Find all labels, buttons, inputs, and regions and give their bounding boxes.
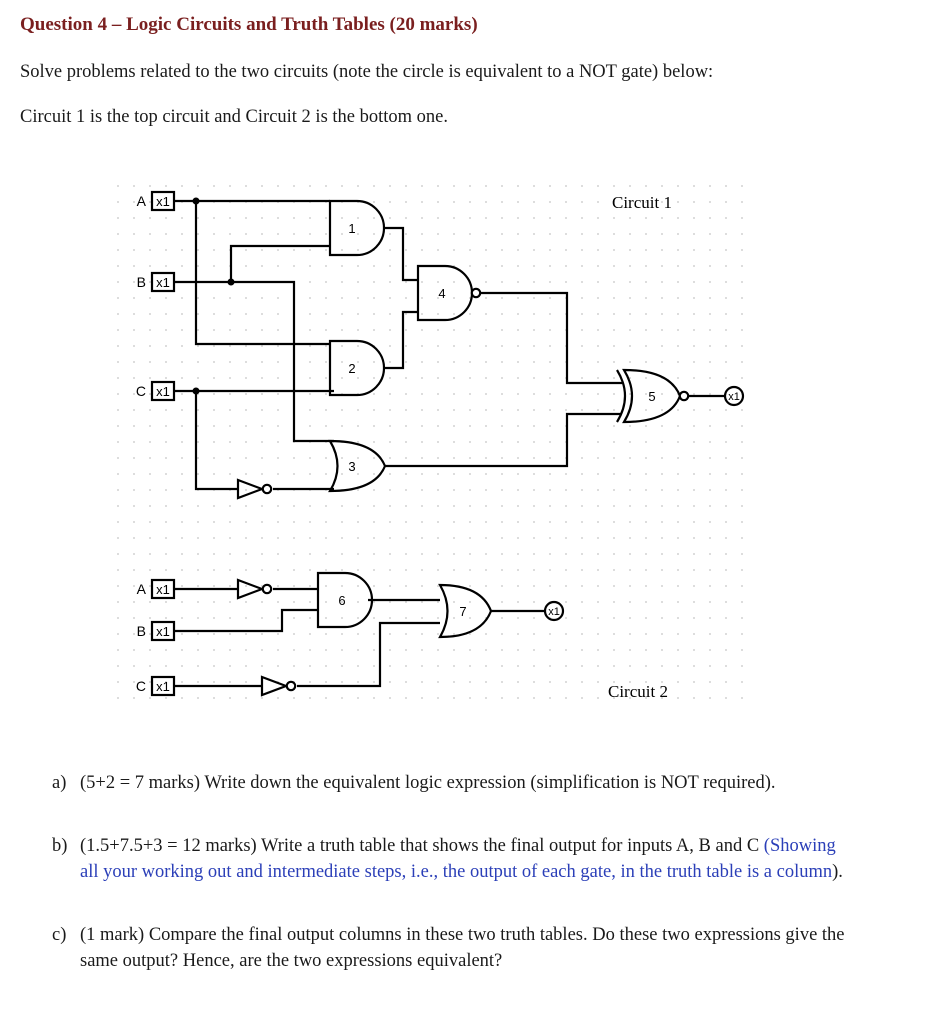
bubble-not-c1 — [261, 483, 273, 495]
question-c-text: (1 mark) Compare the final output column… — [80, 925, 845, 971]
output-tag: x1 — [728, 391, 740, 403]
not-gate-a2 — [236, 578, 266, 600]
question-c-label: c) — [52, 925, 67, 945]
question-a-text: (5+2 = 7 marks) Write down the equivalen… — [80, 773, 776, 793]
and-gate-2 — [328, 339, 386, 397]
gate-number-1: 1 — [348, 221, 355, 236]
bubble-not-a2 — [261, 583, 273, 595]
circuit-2-label: Circuit 2 — [608, 682, 668, 701]
not-gate-c2 — [260, 675, 290, 697]
output-tag: x1 — [548, 606, 560, 618]
question-b-text-highlight: (Showing all your working out and interm… — [80, 836, 836, 882]
intro-text: Solve problems related to the two circui… — [20, 62, 714, 82]
xor-gate-5-extra-arc — [616, 369, 627, 423]
gate-number-6: 6 — [338, 593, 345, 608]
circuit-1-label: Circuit 1 — [612, 193, 672, 212]
grid-area — [117, 185, 757, 713]
gate-number-5: 5 — [648, 389, 655, 404]
bubble-not-c2 — [285, 680, 297, 692]
bubble-4 — [470, 287, 482, 299]
question-a-label: a) — [52, 773, 67, 793]
intro-text-2: Circuit 1 is the top circuit and Circuit… — [20, 107, 449, 127]
question-b-text: (1.5+7.5+3 = 12 marks) Write a truth tab… — [80, 833, 850, 885]
question-b-label: b) — [52, 836, 68, 856]
input-tag: x1 — [156, 582, 170, 597]
and-gate-6 — [316, 571, 374, 629]
input-b2-label: B — [137, 623, 146, 639]
input-c2-label: C — [136, 678, 146, 694]
input-a1-label: A — [137, 193, 147, 209]
input-tag: x1 — [156, 275, 170, 290]
gate-number-3: 3 — [348, 459, 355, 474]
and-gate-1 — [328, 199, 386, 257]
gate-number-2: 2 — [348, 361, 355, 376]
not-gate-c1 — [236, 478, 266, 500]
question-b-text-main: (1.5+7.5+3 = 12 marks) Write a truth tab… — [80, 836, 764, 856]
input-a2-label: A — [137, 581, 147, 597]
or-gate-7 — [438, 583, 493, 639]
question-heading: Question 4 – Logic Circuits and Truth Ta… — [20, 14, 478, 35]
xor-gate-5 — [622, 368, 682, 424]
gate-number-7: 7 — [459, 604, 466, 619]
gate-number-4: 4 — [438, 286, 445, 301]
input-tag: x1 — [156, 194, 170, 209]
or-gate-3 — [328, 439, 387, 493]
input-tag: x1 — [156, 384, 170, 399]
input-c1-label: C — [136, 383, 146, 399]
question-b-text-end: ). — [832, 862, 843, 882]
input-tag: x1 — [156, 624, 170, 639]
input-b1-label: B — [137, 274, 146, 290]
bubble-5 — [678, 390, 690, 402]
input-tag: x1 — [156, 679, 170, 694]
